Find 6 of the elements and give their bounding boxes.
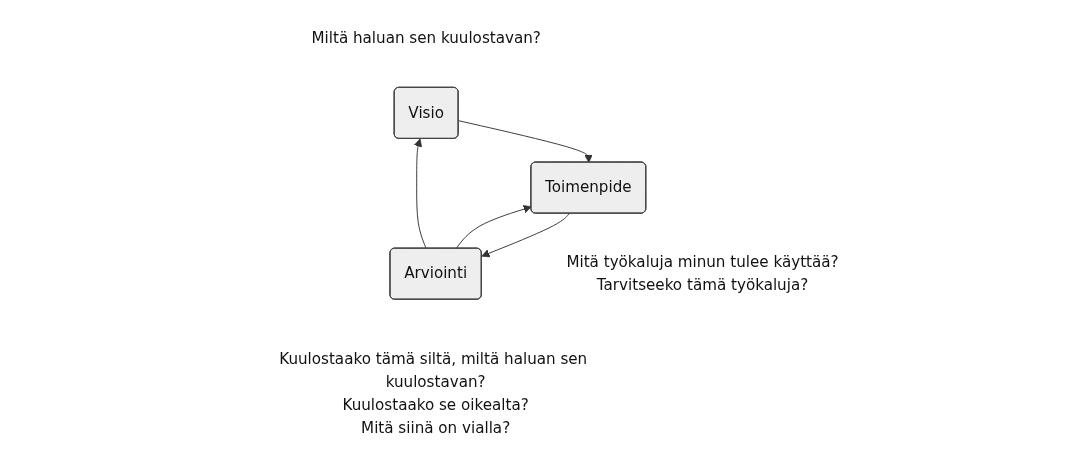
node-label: Miltä haluan sen kuulostavan? [311,28,542,47]
node-label: Tarvitseeko tämä työkaluja? [597,275,809,294]
node-label: Mitä työkaluja minun tulee käyttää? [566,252,839,271]
node-label: Kuulostaako tämä siltä, miltä haluan sen kuulostavan? [279,350,588,391]
node-label: Kuulostaako se oikealta? [342,395,529,414]
node-label: Mitä siinä on vialla? [361,418,511,437]
